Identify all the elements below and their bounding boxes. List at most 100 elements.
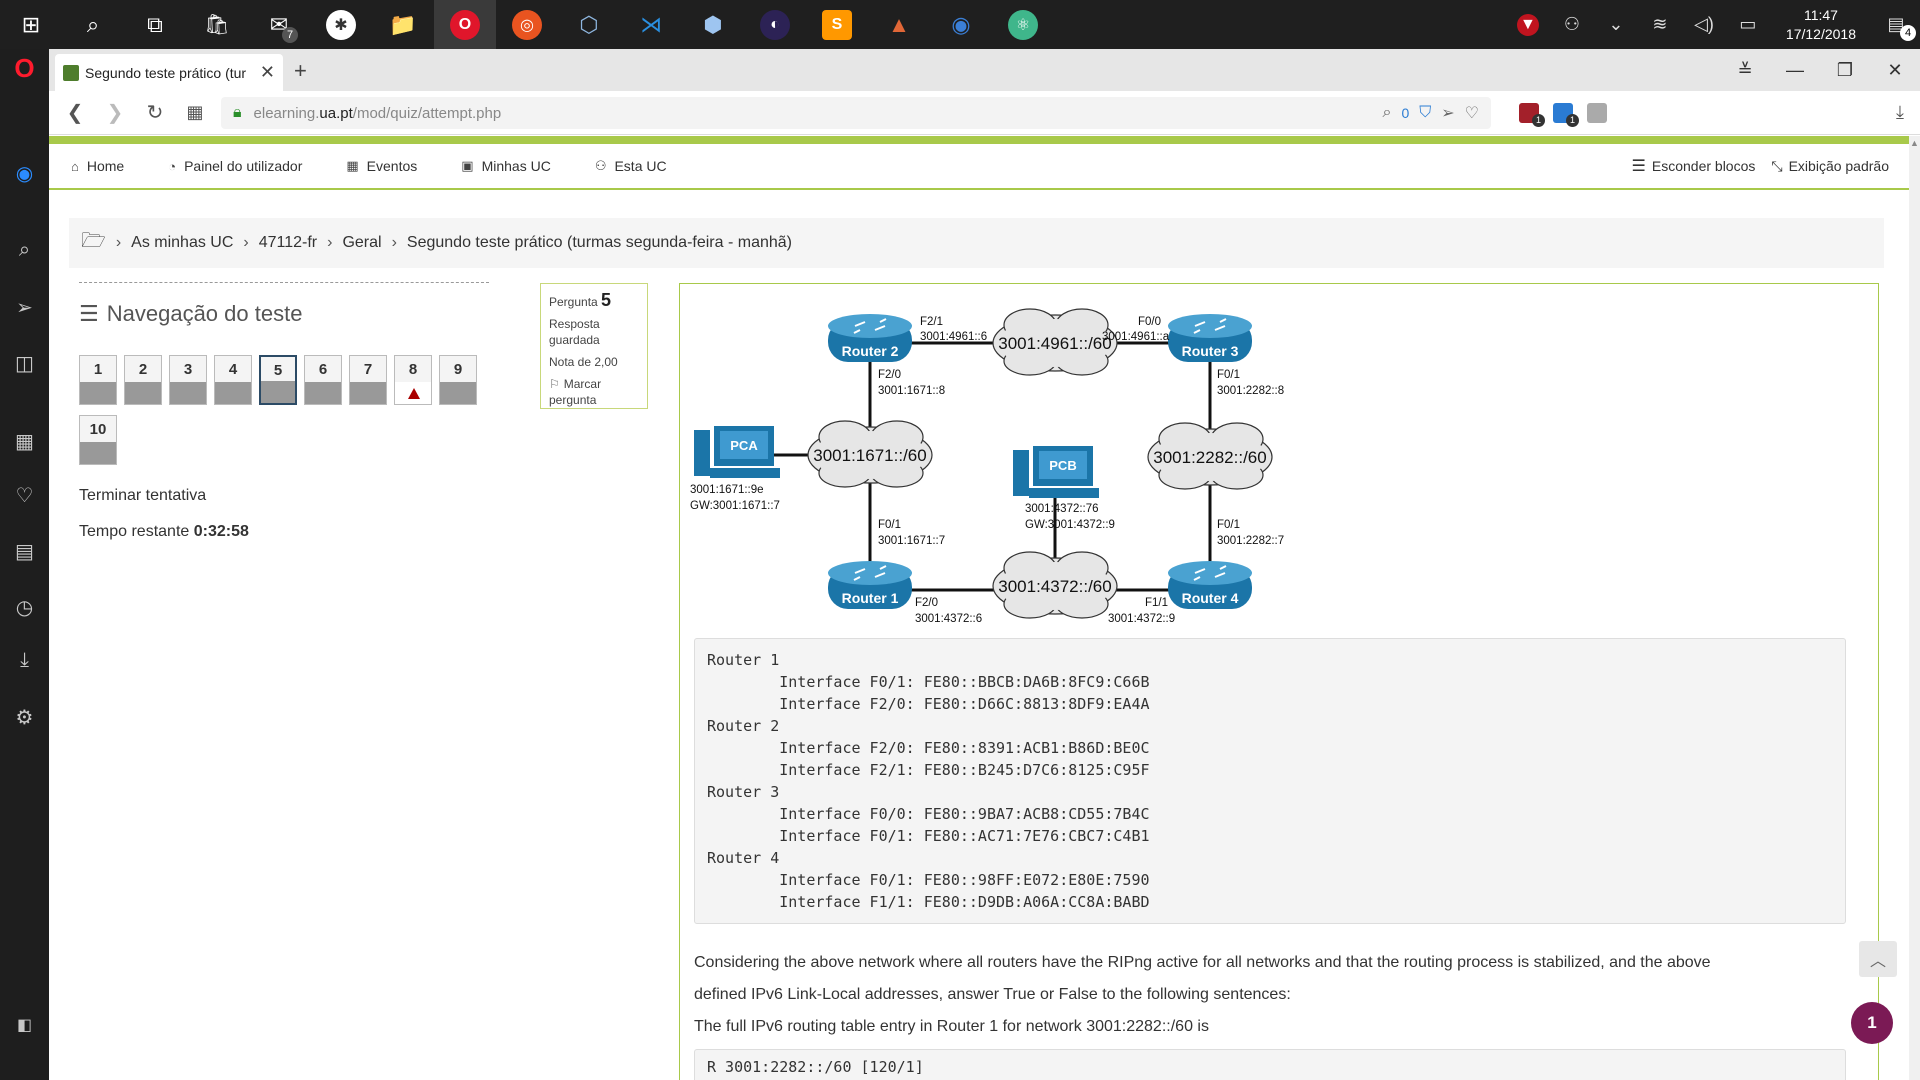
messages-button[interactable]: 1 [1851,1002,1893,1044]
breadcrumb-section[interactable]: Geral [342,234,382,251]
chevron-up-icon[interactable]: ⌄ [1608,14,1624,34]
news-icon[interactable]: ▤ [15,541,34,563]
link-local-addresses-code: Router 1 Interface F0/1: FE80::BBCB:DA6B… [694,638,1846,924]
restore-button[interactable]: ❐ [1836,59,1854,80]
question-button-3[interactable]: 3 [169,355,207,405]
extensions: 1 1 [1519,102,1607,127]
nav-events[interactable]: ▦Eventos [324,158,439,174]
breadcrumb-course[interactable]: 47112-fr [258,234,318,251]
folder-open-icon[interactable]: 🗁︎ [81,230,106,252]
wifi-icon[interactable]: ≋ [1652,14,1668,34]
search-page-icon[interactable]: ⌕ [1382,104,1392,121]
history-icon[interactable]: ◷ [15,597,34,619]
sublime-icon: S [822,9,852,40]
reload-button[interactable]: ↻ [146,102,164,124]
download-icon[interactable]: ⤓ [1896,102,1904,122]
address-field[interactable]: 🔒︎ elearning.ua.pt/mod/quiz/attempt.php … [221,97,1491,129]
virtualbox-button[interactable]: ⬡ [558,0,620,49]
adblock-count[interactable]: 0 [1401,105,1410,121]
question-button-2[interactable]: 2 [124,355,162,405]
breadcrumb-quiz[interactable]: Segundo teste prático (turmas segunda-fe… [406,234,792,251]
hide-blocks-button[interactable]: ☰Esconder blocos [1632,156,1756,176]
start-button[interactable]: ⊞ [0,0,62,49]
new-tab-button[interactable]: + [294,58,307,83]
flag-triangle-icon [408,388,420,399]
search-button[interactable]: ⌕ [62,0,124,49]
back-button[interactable]: ❮ [66,102,84,124]
chrome-dev-button[interactable]: ◉ [930,0,992,49]
messenger-icon[interactable]: ◉ [15,163,34,185]
battery-icon[interactable]: ▭ [1739,14,1757,34]
opera-menu-icon[interactable]: O [14,53,35,83]
tab-grid-button[interactable]: ▦ [186,102,204,122]
question-button-4[interactable]: 4 [214,355,252,405]
nav-my-courses-label: Minhas UC [481,158,551,174]
clock[interactable]: 11:47 17/12/2018 [1770,6,1872,44]
question-button-9[interactable]: 9 [439,355,477,405]
cloud-4961 [992,308,1118,376]
bookmark-heart-icon[interactable]: ♡ [1464,105,1479,122]
volume-icon[interactable]: ◁) [1694,14,1714,34]
page-scrollbar[interactable]: ▲ [1909,136,1920,1080]
camera-icon[interactable]: ◫ [15,353,34,375]
people-icon[interactable]: ⚇ [1563,14,1580,34]
question-button-10[interactable]: 10 [79,415,117,465]
if-label: F0/1 [1217,369,1240,381]
antivirus-icon[interactable]: ▼ [1506,13,1550,36]
notifications-badge: 4 [1900,25,1916,41]
back-to-top-button[interactable]: ︿ [1859,941,1897,977]
nav-this-course-label: Esta UC [614,158,667,174]
close-tab-icon[interactable]: ✕ [259,62,275,82]
close-window-button[interactable]: ✕ [1887,59,1903,80]
ubuntu-button[interactable]: ◎ [496,0,558,49]
send-icon[interactable]: ➢ [16,297,33,319]
matlab-button[interactable]: ▲ [868,0,930,49]
vscode-button[interactable]: ⋊ [620,0,682,49]
default-view-button[interactable]: ⤡Exibição padrão [1771,158,1889,175]
forward-button[interactable]: ❯ [106,102,124,124]
question-button-6[interactable]: 6 [304,355,342,405]
question-button-8[interactable]: 8 [394,355,432,405]
sublime-button[interactable]: S [806,0,868,49]
question-button-1[interactable]: 1 [79,355,117,405]
3d-viewer-button[interactable]: ⬢ [682,0,744,49]
browser-tab[interactable]: Segundo teste prático (tur ✕ [55,54,283,91]
flag-question-link[interactable]: ⚐Marcar pergunta [549,376,639,408]
nav-this-course[interactable]: ⚇Esta UC [573,158,689,174]
speed-dial-icon[interactable]: ▦ [15,431,34,453]
search-sidebar-icon[interactable]: ⌕ [18,239,31,261]
snap-icon[interactable]: ➢ [1441,105,1455,122]
heart-icon[interactable]: ♡ [15,485,34,507]
nav-dashboard[interactable]: ◔Painel do utilizador [146,158,324,174]
chrome-icon: ◉ [951,11,971,37]
if-label: F0/1 [1217,519,1240,531]
mail-button[interactable]: ✉7 [248,0,310,49]
compress-icon: ⤡ [1771,157,1783,174]
if-addr: 3001:1671::7 [878,535,945,547]
downloads-icon[interactable]: ⤓ [20,649,29,671]
system-tray: ▼ ⚇ ⌄ ≋ ◁) ▭ 11:47 17/12/2018 ▤4 [1506,0,1920,49]
nav-my-courses[interactable]: ▣Minhas UC [439,158,573,174]
slack-button[interactable]: ✱ [310,0,372,49]
question-button-5[interactable]: 5 [259,355,297,405]
task-view-button[interactable]: ⧉ [124,0,186,49]
scroll-up-icon[interactable]: ▲ [1910,138,1919,148]
notifications-icon[interactable]: ▤4 [1872,14,1920,41]
eclipse-button[interactable]: ◐ [744,0,806,49]
minimize-button[interactable]: — [1786,59,1804,80]
tab-menu-icon[interactable]: ≚ [1737,59,1753,80]
sidebar-toggle-icon[interactable]: ◧ [16,1017,33,1034]
store-button[interactable]: 🛍 [186,0,248,49]
extension-3-icon[interactable] [1587,102,1607,123]
settings-icon[interactable]: ⚙ [15,707,34,729]
question-button-7[interactable]: 7 [349,355,387,405]
finish-attempt-link[interactable]: Terminar tentativa [79,487,207,504]
extension-2-icon[interactable]: 1 [1553,102,1579,127]
atom-button[interactable]: ⚛ [992,0,1054,49]
ublock-extension-icon[interactable]: 1 [1519,102,1545,127]
opera-taskbar-button[interactable]: O [434,0,496,49]
breadcrumb-my-courses[interactable]: As minhas UC [131,234,234,251]
adblock-shield-icon[interactable]: ⛉ [1419,104,1432,121]
file-explorer-button[interactable]: 📁 [372,0,434,49]
nav-home[interactable]: ⌂Home [49,158,146,174]
